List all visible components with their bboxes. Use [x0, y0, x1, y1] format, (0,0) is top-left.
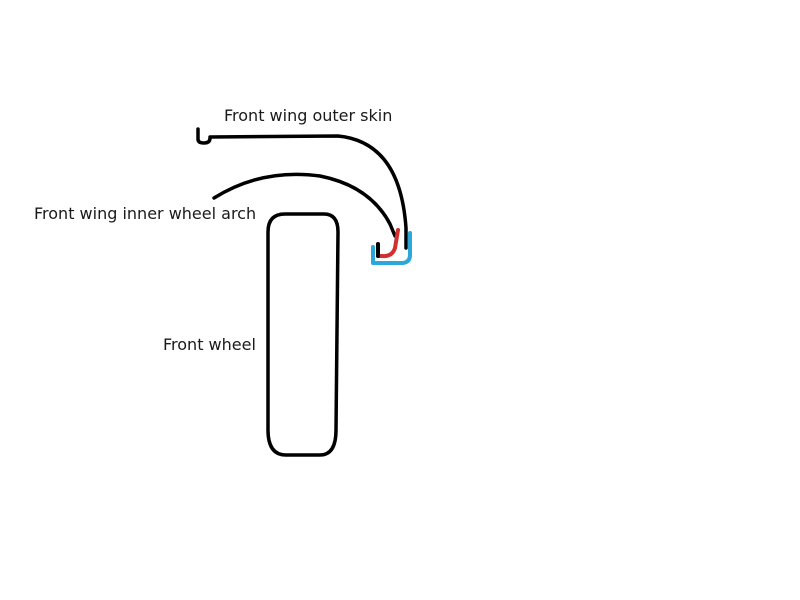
inner-arch-line: [212, 172, 397, 238]
outer-skin-line: [196, 127, 408, 250]
front-wheel-shape: [266, 212, 340, 457]
outer-skin-label: Front wing outer skin: [224, 106, 393, 125]
outer-lip-blue: [371, 231, 412, 265]
wheel-label: Front wheel: [163, 335, 256, 354]
inner-arch-label: Front wing inner wheel arch: [34, 204, 257, 223]
inner-lip-red: [376, 228, 400, 259]
